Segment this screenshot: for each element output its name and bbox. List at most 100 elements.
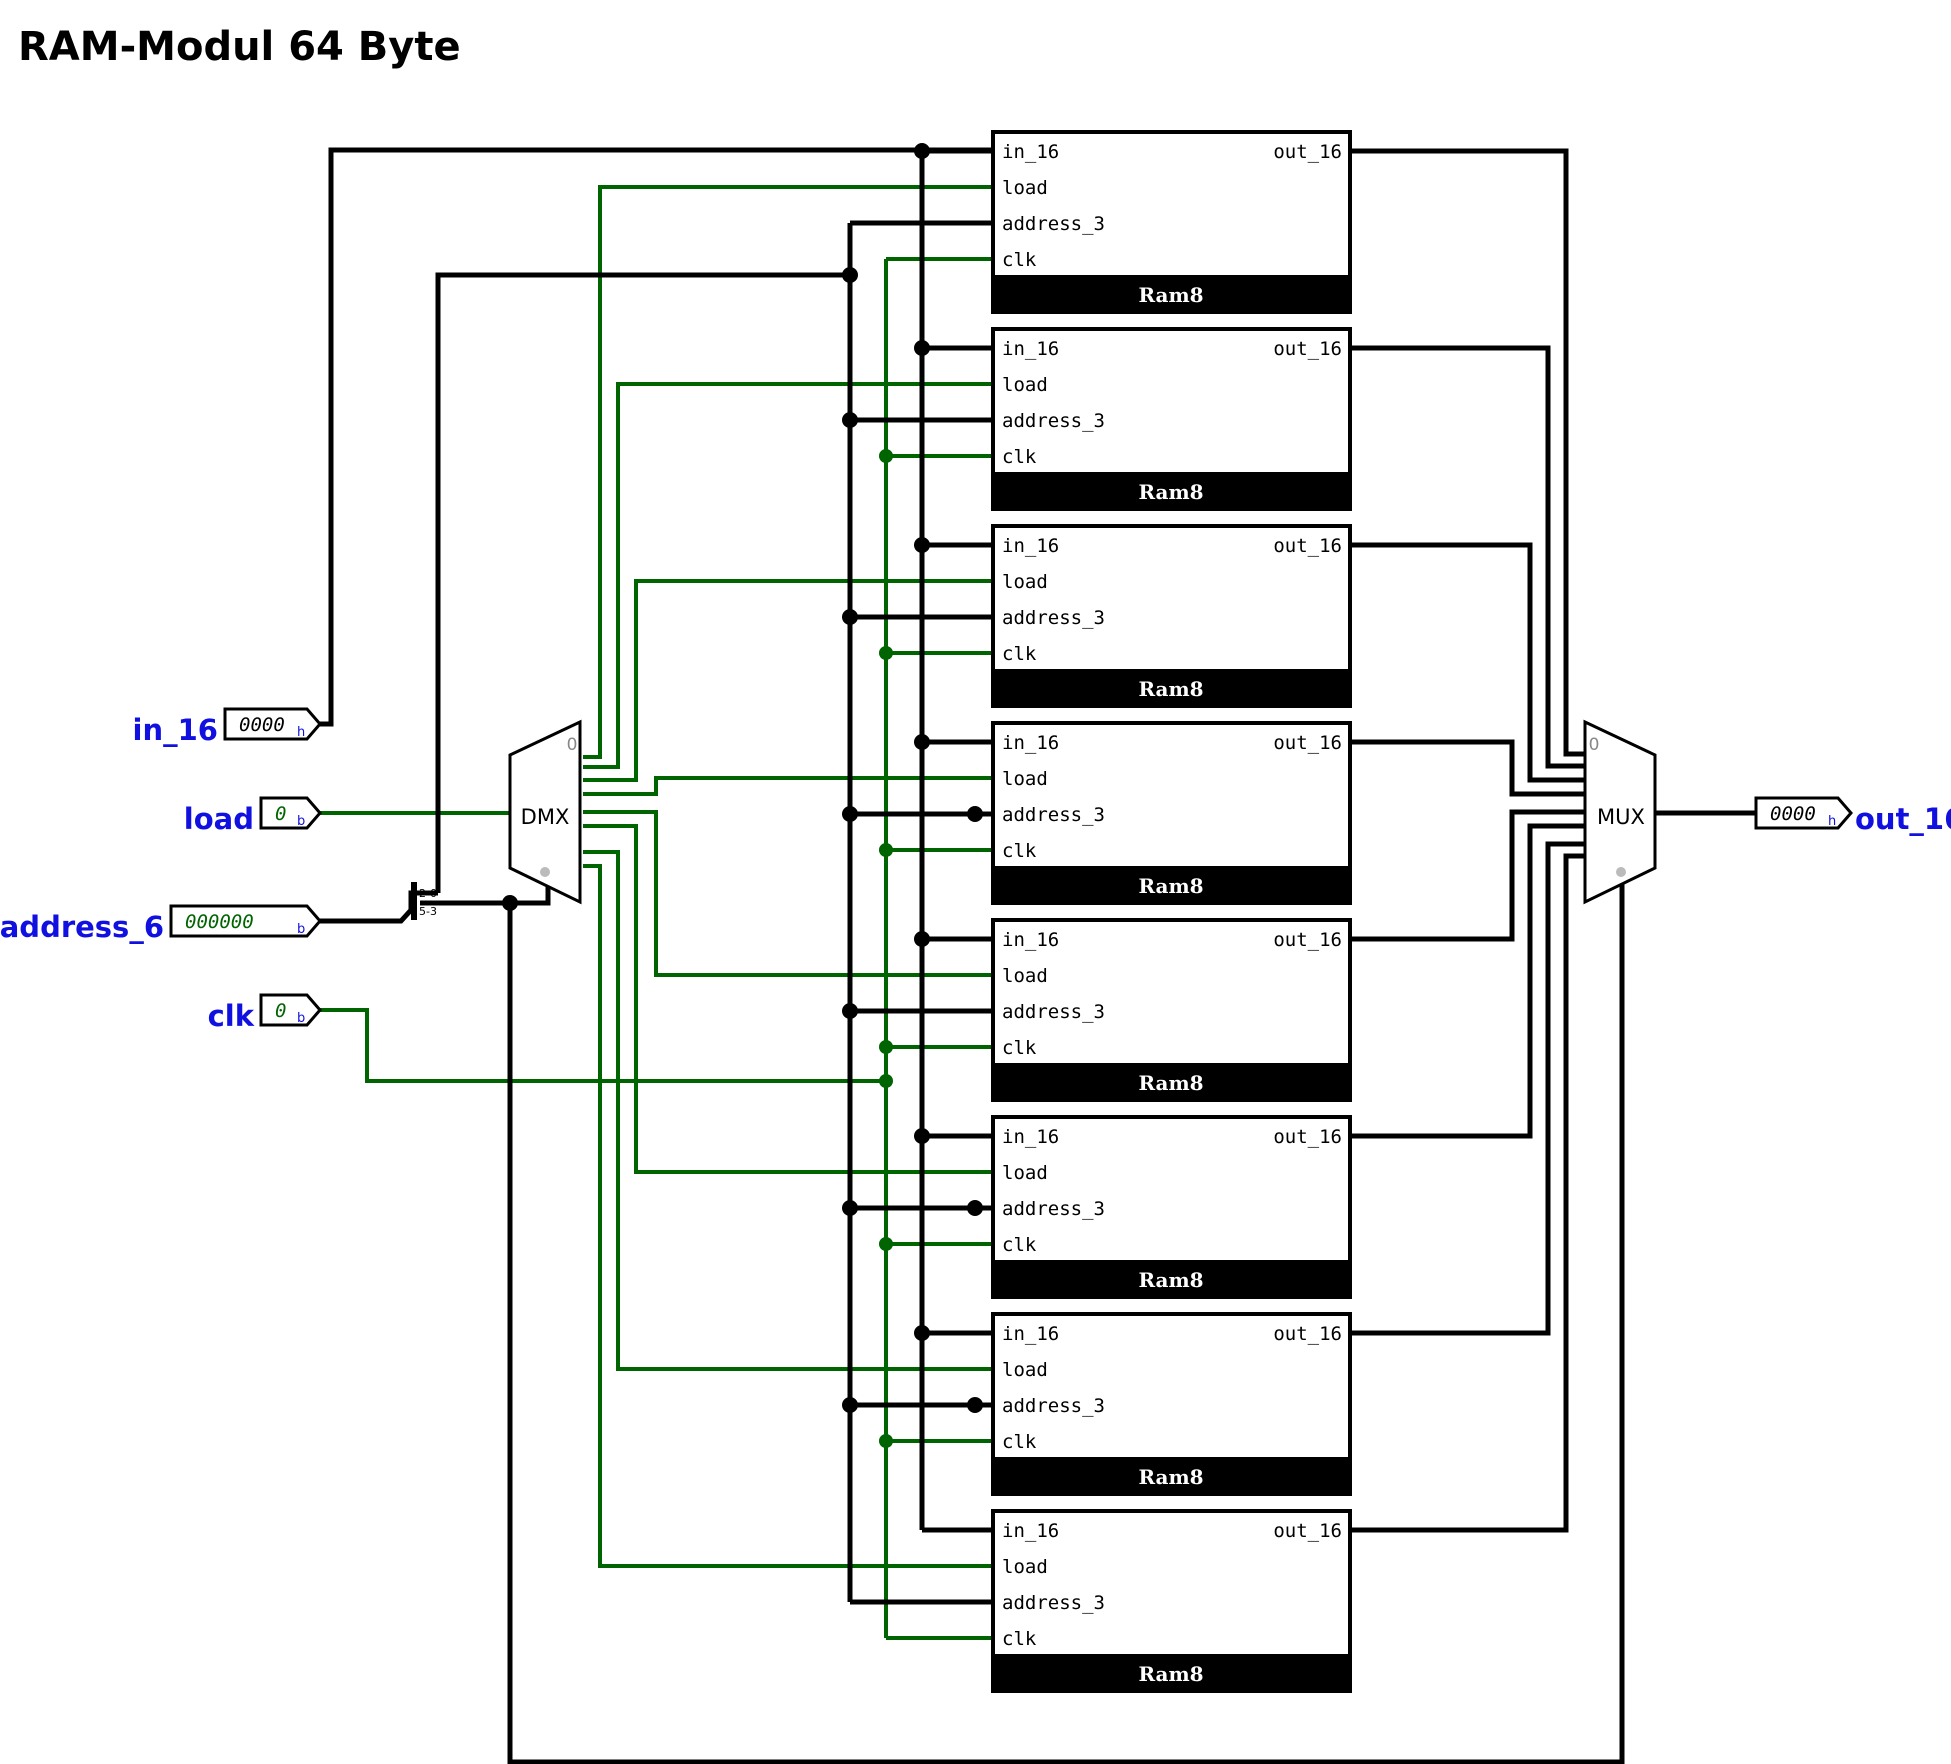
port-address-label: address_3: [1002, 1395, 1105, 1417]
pin-label: out_16: [1855, 802, 1951, 836]
demux-first-output-label: 0: [567, 735, 578, 755]
port-clk-label: clk: [1002, 1037, 1037, 1059]
chip-name: Ram8: [1138, 874, 1203, 898]
port-address-label: address_3: [1002, 1198, 1105, 1220]
splitter-high-label: 5-3: [419, 905, 437, 918]
load-wire: [583, 850, 993, 1371]
junction-dot: [879, 1237, 893, 1251]
junction-dot: [842, 1200, 858, 1216]
port-address-label: address_3: [1002, 213, 1105, 235]
port-clk-label: clk: [1002, 446, 1037, 468]
components: 2-05-3Ram8in_16loadaddress_3clkout_16Ram…: [0, 130, 1951, 1693]
load-wire: [583, 185, 993, 759]
junction-dot: [914, 1325, 930, 1341]
junction-dot: [842, 609, 858, 625]
pin-value: 0: [275, 803, 286, 825]
port-in-label: in_16: [1002, 535, 1059, 557]
chip-name: Ram8: [1138, 1268, 1203, 1292]
junction-dot: [914, 1128, 930, 1144]
chip-name: Ram8: [1138, 1071, 1203, 1095]
port-address-label: address_3: [1002, 1592, 1105, 1614]
chip-name-bar: [991, 1063, 1352, 1102]
junction-dot: [879, 1074, 893, 1088]
pin-body[interactable]: [259, 993, 322, 1027]
junction-dot: [914, 734, 930, 750]
port-in-label: in_16: [1002, 1520, 1059, 1542]
chip-name-bar: [991, 1654, 1352, 1693]
demux-body[interactable]: [508, 719, 582, 905]
pin-body[interactable]: [259, 796, 322, 830]
port-clk-label: clk: [1002, 840, 1037, 862]
port-load-label: load: [1002, 571, 1048, 593]
wires: [320, 143, 1756, 1764]
splitter-low-label: 2-0: [419, 887, 437, 900]
in-wire: [320, 147, 993, 727]
junction-dot: [879, 1434, 893, 1448]
port-in-label: in_16: [1002, 732, 1059, 754]
chip-name-bar: [991, 472, 1352, 511]
pin-label: address_6: [0, 910, 164, 944]
junction-dot: [967, 1200, 983, 1216]
load-wire: [583, 776, 993, 796]
junction-dot: [967, 806, 983, 822]
pin-body[interactable]: [1754, 796, 1853, 830]
junction-dot: [842, 1003, 858, 1019]
out-wire: [1350, 823, 1585, 1139]
load-wire: [583, 810, 993, 977]
port-load-label: load: [1002, 965, 1048, 987]
chip-name: Ram8: [1138, 283, 1203, 307]
chip-name: Ram8: [1138, 1465, 1203, 1489]
pin-body[interactable]: [223, 707, 322, 741]
port-address-label: address_3: [1002, 804, 1105, 826]
pin-body[interactable]: [169, 904, 322, 938]
junction-dot: [879, 449, 893, 463]
junction-dot: [842, 267, 858, 283]
pin-label: in_16: [133, 713, 218, 747]
junction-dot: [879, 1040, 893, 1054]
port-out-label: out_16: [1273, 1126, 1342, 1148]
select-wire: [507, 880, 1625, 1764]
port-clk-label: clk: [1002, 249, 1037, 271]
port-address-label: address_3: [1002, 410, 1105, 432]
address-low-wire: [435, 272, 850, 893]
load-wire: [583, 864, 993, 1568]
junction-dot: [967, 1397, 983, 1413]
chip-name: Ram8: [1138, 480, 1203, 504]
port-in-label: in_16: [1002, 1126, 1059, 1148]
port-out-label: out_16: [1273, 1520, 1342, 1542]
mux-body[interactable]: [1583, 719, 1657, 905]
clk-wire: [320, 1008, 886, 1083]
port-clk-label: clk: [1002, 643, 1037, 665]
junction-dot: [879, 646, 893, 660]
pin-label: clk: [208, 999, 255, 1033]
pin-radix: h: [1828, 814, 1836, 829]
junction-dot: [879, 843, 893, 857]
port-load-label: load: [1002, 1556, 1048, 1578]
out-wire: [1350, 809, 1585, 942]
pin-radix: b: [297, 922, 305, 937]
out-wire: [1350, 148, 1585, 757]
junction-dot: [914, 931, 930, 947]
out-wire: [1350, 345, 1585, 769]
pin-radix: b: [297, 814, 305, 829]
chip-name-bar: [991, 275, 1352, 314]
out-wire: [1350, 841, 1585, 1336]
port-address-label: address_3: [1002, 607, 1105, 629]
junction-dot: [914, 143, 930, 159]
